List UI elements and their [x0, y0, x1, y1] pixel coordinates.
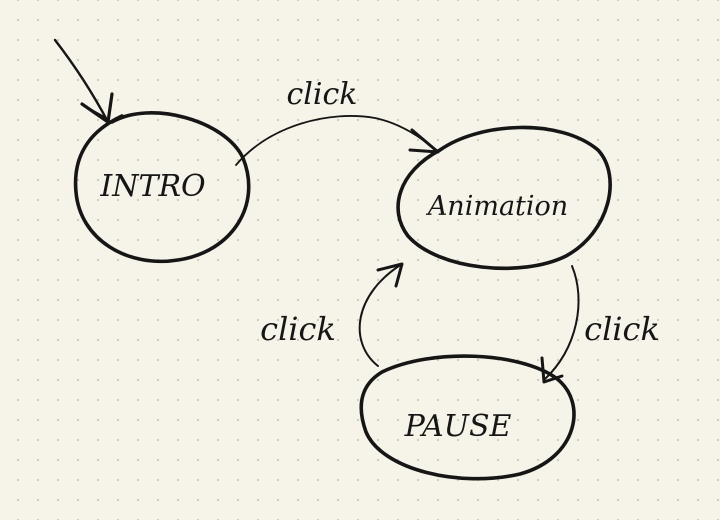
transition-animation-to-pause: click [540, 265, 660, 384]
transition-intro-to-animation-arrow [235, 115, 439, 166]
state-intro-outline [73, 111, 251, 264]
transition-pause-to-animation-label: click [260, 310, 336, 348]
transition-animation-to-pause-label: click [584, 310, 660, 348]
state-pause-label: PAUSE [404, 409, 512, 444]
state-animation: Animation [396, 125, 612, 271]
state-intro-label: INTRO [99, 169, 205, 204]
transition-animation-to-pause-arrow [543, 265, 580, 381]
transition-pause-to-animation: click [260, 262, 404, 367]
transition-intro-to-animation-label: click [287, 77, 358, 112]
state-animation-outline [396, 125, 612, 271]
transition-pause-to-animation-arrow [358, 263, 403, 367]
initial-arrow [53, 38, 114, 124]
transition-intro-to-animation: click [235, 77, 440, 166]
state-animation-label: Animation [425, 191, 568, 222]
state-pause: PAUSE [359, 354, 576, 481]
state-intro: INTRO [73, 111, 251, 264]
state-pause-outline [359, 354, 576, 481]
